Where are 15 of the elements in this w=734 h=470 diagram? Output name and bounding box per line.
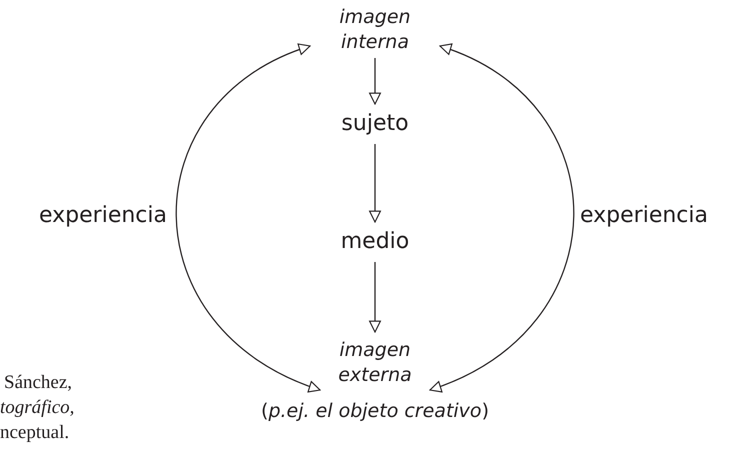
text-fragment: nceptual. — [0, 422, 70, 444]
node-label: sujeto — [341, 110, 409, 138]
arrow — [369, 144, 381, 223]
node-label: imagen externa — [337, 338, 413, 388]
arrow — [429, 44, 574, 392]
arrow — [369, 262, 381, 333]
edge-label: experiencia — [39, 203, 167, 228]
arrow — [369, 58, 381, 105]
text-fragment: Sánchez, — [4, 372, 72, 394]
node-label: medio — [340, 228, 410, 256]
node-label: imagen interna — [338, 5, 412, 55]
node-caption: (p.ej. el objeto creativo) — [261, 400, 489, 422]
text-fragment: tográfico, — [0, 397, 74, 419]
arrow — [176, 44, 321, 392]
edge-label: experiencia — [580, 203, 708, 228]
